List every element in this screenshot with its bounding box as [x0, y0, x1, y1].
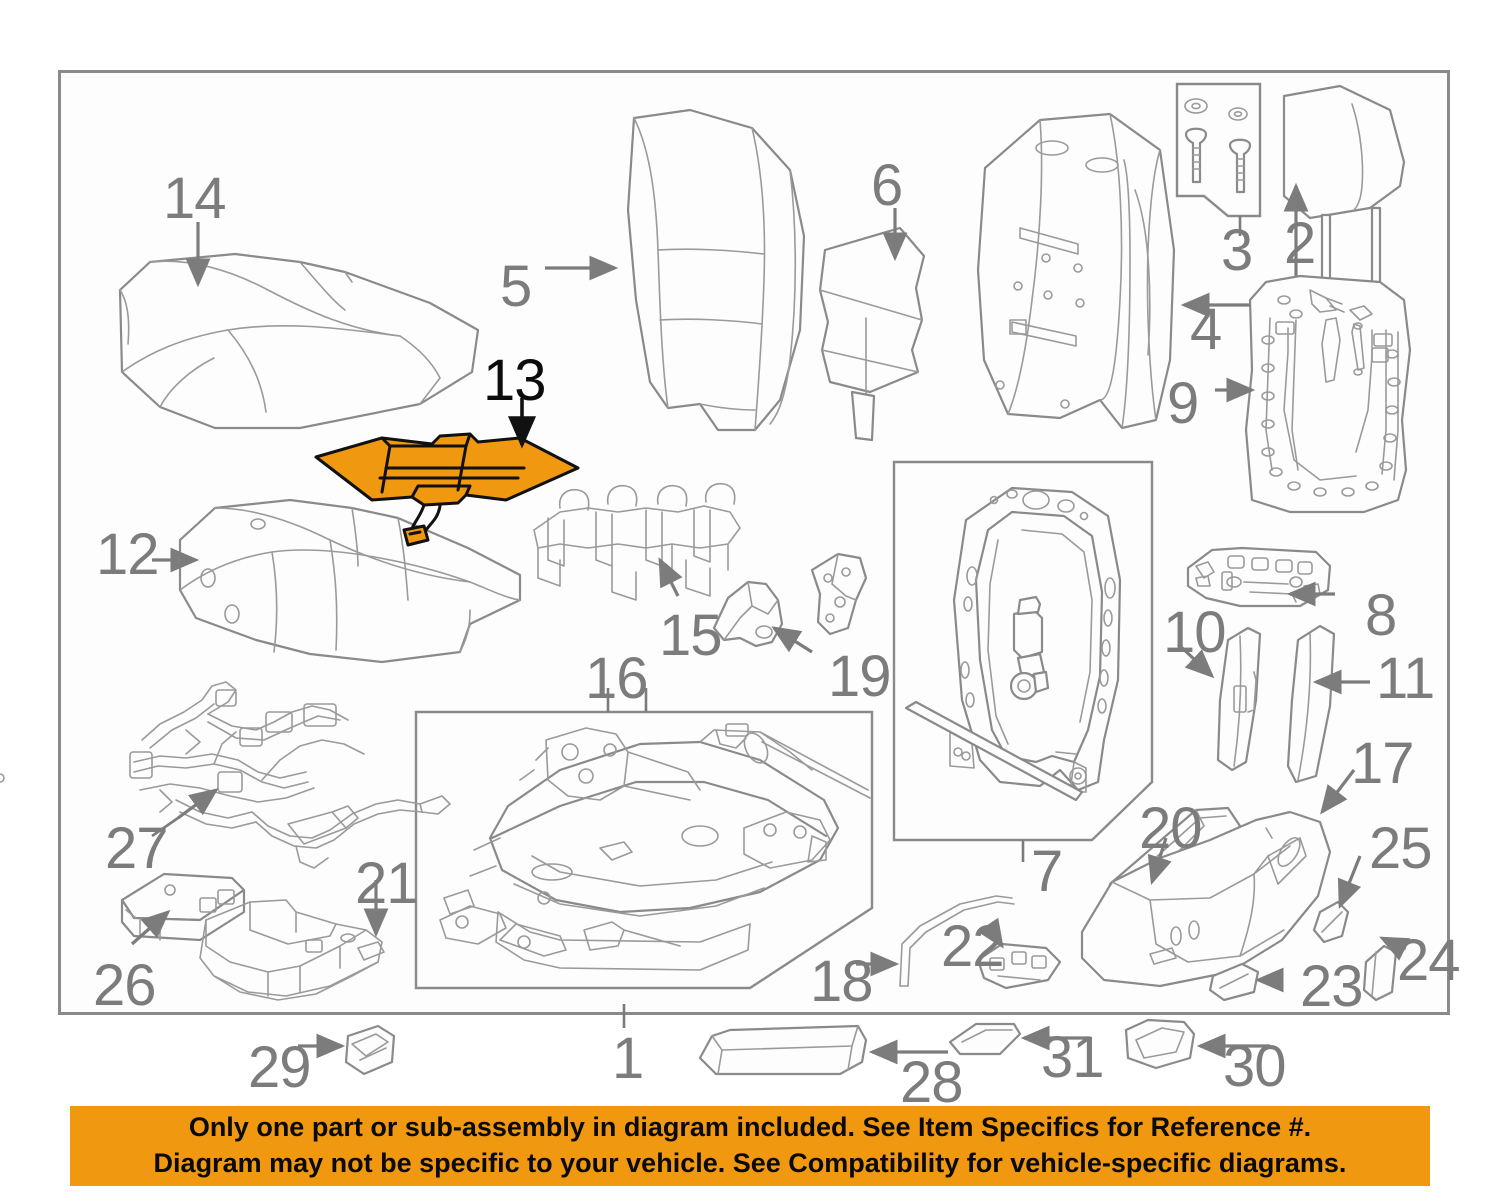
- part-13-seat-heater-element-highlighted: [314, 432, 580, 547]
- notice-line-2: Diagram may not be specific to your vehi…: [153, 1148, 1347, 1178]
- callout-label-21: 21: [355, 851, 419, 916]
- part-31-rail-end-cap: [948, 1022, 1090, 1056]
- part-7-seat-back-frame-box: [892, 460, 1154, 862]
- part-28-track-cover-long: [698, 1024, 948, 1076]
- callout-label-19: 19: [828, 644, 892, 709]
- callout-label-12: 12: [96, 522, 160, 587]
- callout-label-25: 25: [1369, 816, 1433, 881]
- part-30-rail-finish-cover: [1124, 1018, 1270, 1070]
- callout-label-3: 3: [1221, 218, 1253, 283]
- parts-23-24-25-knobs: [1208, 855, 1411, 1002]
- callout-label-30: 30: [1223, 1034, 1287, 1099]
- callout-label-26: 26: [93, 953, 157, 1018]
- callout-label-11: 11: [1376, 646, 1435, 711]
- part-6-seat-back-pad-insert: [818, 226, 926, 442]
- part-9-seat-back-suspension-mat: [1244, 274, 1412, 514]
- callout-label-4: 4: [1190, 297, 1222, 362]
- callout-label-1: 1: [612, 1026, 644, 1091]
- part-19-hinge-brackets: [712, 552, 868, 654]
- notice-banner: Only one part or sub-assembly in diagram…: [70, 1106, 1430, 1186]
- callout-label-14: 14: [163, 166, 227, 231]
- callout-label-24: 24: [1397, 928, 1461, 993]
- part-10-seat-back-side-trim-left: [1216, 626, 1262, 772]
- callout-label-27: 27: [105, 816, 169, 881]
- part-14-seat-cushion-cover: [118, 252, 480, 430]
- part-8-latch-striker: [1186, 546, 1332, 608]
- part-2-head-restraint: [1282, 84, 1406, 302]
- callout-label-22: 22: [941, 914, 1005, 979]
- callout-label-10: 10: [1163, 600, 1227, 665]
- callout-label-17: 17: [1351, 731, 1415, 796]
- part-16-seat-adjuster-box: [0, 688, 874, 990]
- part-3-bolt-cap-kit: [1175, 82, 1262, 236]
- callout-label-9: 9: [1167, 371, 1199, 436]
- part-4-seat-back-panel: [976, 112, 1176, 430]
- callout-label-23: 23: [1300, 954, 1364, 1019]
- part-27-seat-wiring-harness: [129, 681, 451, 869]
- callout-label-6: 6: [871, 153, 903, 218]
- callout-label-31: 31: [1041, 1025, 1105, 1090]
- callout-label-18: 18: [810, 949, 874, 1014]
- callout-arrows: [152, 208, 1370, 1028]
- part-15-seat-cushion-spring-pad: [533, 482, 741, 601]
- callout-label-28: 28: [900, 1050, 964, 1115]
- callout-label-8: 8: [1365, 583, 1397, 648]
- part-26-seat-control-module: [120, 872, 246, 946]
- part-17-adjuster-switch-bezel: [1080, 769, 1356, 988]
- callout-label-7: 7: [1031, 839, 1063, 904]
- part-21-lower-support-frame: [199, 880, 389, 1001]
- callout-label-29: 29: [248, 1035, 312, 1100]
- part-11-seat-back-side-trim-right: [1286, 624, 1336, 784]
- part-29-track-end-cap: [298, 1024, 396, 1076]
- callout-label-5: 5: [500, 254, 532, 319]
- part-12-seat-cushion-foam: [178, 498, 522, 664]
- callout-label-16: 16: [585, 646, 649, 711]
- callout-label-2: 2: [1284, 211, 1316, 276]
- notice-line-1: Only one part or sub-assembly in diagram…: [188, 1112, 1312, 1143]
- callout-label-20: 20: [1139, 796, 1203, 861]
- callout-label-15: 15: [659, 603, 723, 668]
- callout-label-13: 13: [483, 348, 547, 413]
- part-5-seat-back-cover: [626, 108, 806, 432]
- part-18-22-wire-rod-bracket: [856, 895, 1062, 990]
